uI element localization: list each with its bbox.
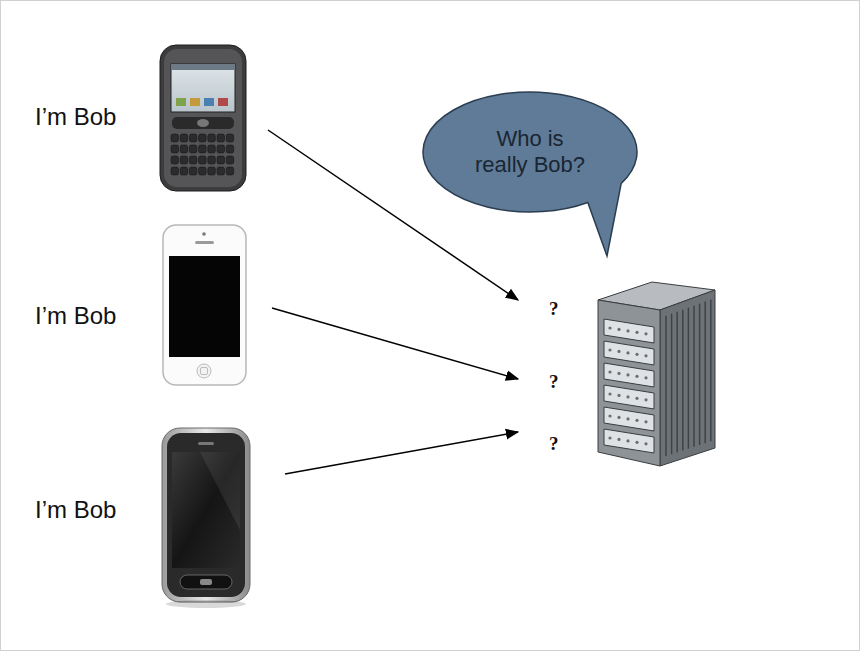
slim-phone [162, 428, 250, 608]
question-mark: ? [549, 371, 559, 393]
speaker-label: I’m Bob [35, 103, 116, 131]
touch-phone [163, 225, 246, 385]
bubble-text: Who is really Bob? [471, 126, 589, 179]
server-rack [598, 282, 715, 466]
bubble-shape [423, 92, 637, 256]
speech-bubble: Who is really Bob? [423, 92, 637, 212]
question-mark: ? [549, 433, 559, 455]
speaker-label: I’m Bob [35, 302, 116, 330]
speaker-label: I’m Bob [35, 496, 116, 524]
keyboard-phone [160, 45, 246, 191]
question-mark: ? [549, 298, 559, 320]
